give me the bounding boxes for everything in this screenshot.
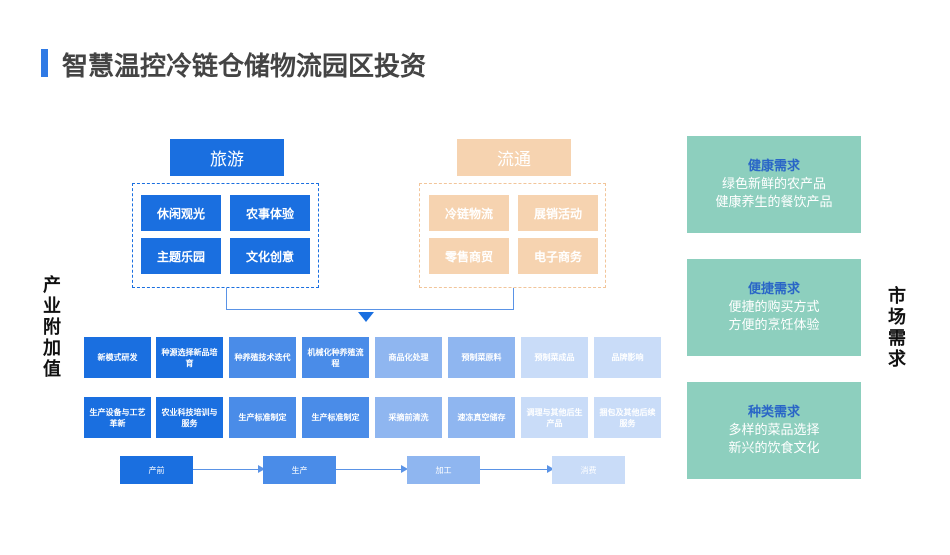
tourism-item: 农事体验 <box>230 195 310 231</box>
grid-cell: 种源选择新品培育 <box>156 337 223 378</box>
need-title: 种类需求 <box>747 404 800 420</box>
arrow-right-icon <box>401 465 408 473</box>
logistics-item: 冷链物流 <box>429 195 509 231</box>
need-title: 健康需求 <box>747 158 800 174</box>
flow-connector <box>336 469 406 470</box>
grid-cell: 品牌影响 <box>594 337 661 378</box>
arrow-right-icon <box>258 465 265 473</box>
need-card-variety: 种类需求 多样的菜品选择 新兴的饮食文化 <box>687 382 861 479</box>
tourism-header: 旅游 <box>170 139 284 176</box>
page-title: 智慧温控冷链仓储物流园区投资 <box>62 52 427 82</box>
title-accent-bar <box>41 49 48 77</box>
flow-connector <box>193 469 263 470</box>
logistics-item: 零售商贸 <box>429 238 509 274</box>
logistics-item: 电子商务 <box>518 238 598 274</box>
need-line: 多样的菜品选择 <box>728 422 820 438</box>
logistics-header: 流通 <box>457 139 571 176</box>
grid-cell: 农业科技培训与服务 <box>156 397 223 438</box>
grid-cell: 采摘前清洗 <box>375 397 442 438</box>
tourism-group <box>132 183 319 288</box>
grid-cell: 生产设备与工艺革新 <box>84 397 151 438</box>
tourism-item: 休闲观光 <box>141 195 221 231</box>
grid-cell: 新模式研发 <box>84 337 151 378</box>
grid-cell: 预制菜原料 <box>448 337 515 378</box>
flow-step: 加工 <box>407 456 480 484</box>
connector-line <box>226 309 514 310</box>
grid-cell: 调理与其他后生产品 <box>521 397 588 438</box>
arrow-right-icon <box>547 465 554 473</box>
flow-step: 生产 <box>263 456 336 484</box>
need-line: 绿色新鲜的农产品 <box>721 176 826 192</box>
grid-cell: 种养殖技术迭代 <box>229 337 296 378</box>
grid-cell: 速冻真空储存 <box>448 397 515 438</box>
need-title: 便捷需求 <box>747 281 800 297</box>
need-line: 方便的烹饪体验 <box>728 317 820 333</box>
logistics-group <box>419 183 606 288</box>
left-vertical-label: 产业附加值 <box>43 275 61 380</box>
need-line: 便捷的购买方式 <box>728 299 820 315</box>
arrow-down-icon <box>358 312 374 322</box>
tourism-item: 文化创意 <box>230 238 310 274</box>
grid-cell: 商品化处理 <box>375 337 442 378</box>
connector-line <box>226 288 227 310</box>
need-card-health: 健康需求 绿色新鲜的农产品 健康养生的餐饮产品 <box>687 136 861 233</box>
logistics-item: 展销活动 <box>518 195 598 231</box>
grid-cell: 生产标准制定 <box>302 397 369 438</box>
need-line: 新兴的饮食文化 <box>728 440 820 456</box>
flow-step: 消费 <box>552 456 625 484</box>
right-vertical-label: 市场需求 <box>888 286 906 370</box>
grid-cell: 预制菜成品 <box>521 337 588 378</box>
need-line: 健康养生的餐饮产品 <box>715 194 833 210</box>
flow-connector <box>480 469 552 470</box>
grid-cell: 生产标准制定 <box>229 397 296 438</box>
connector-line <box>513 288 514 310</box>
grid-cell: 捆包及其他后续服务 <box>594 397 661 438</box>
grid-cell: 机械化种养殖流程 <box>302 337 369 378</box>
need-card-convenience: 便捷需求 便捷的购买方式 方便的烹饪体验 <box>687 259 861 356</box>
tourism-item: 主题乐园 <box>141 238 221 274</box>
flow-step: 产前 <box>120 456 193 484</box>
